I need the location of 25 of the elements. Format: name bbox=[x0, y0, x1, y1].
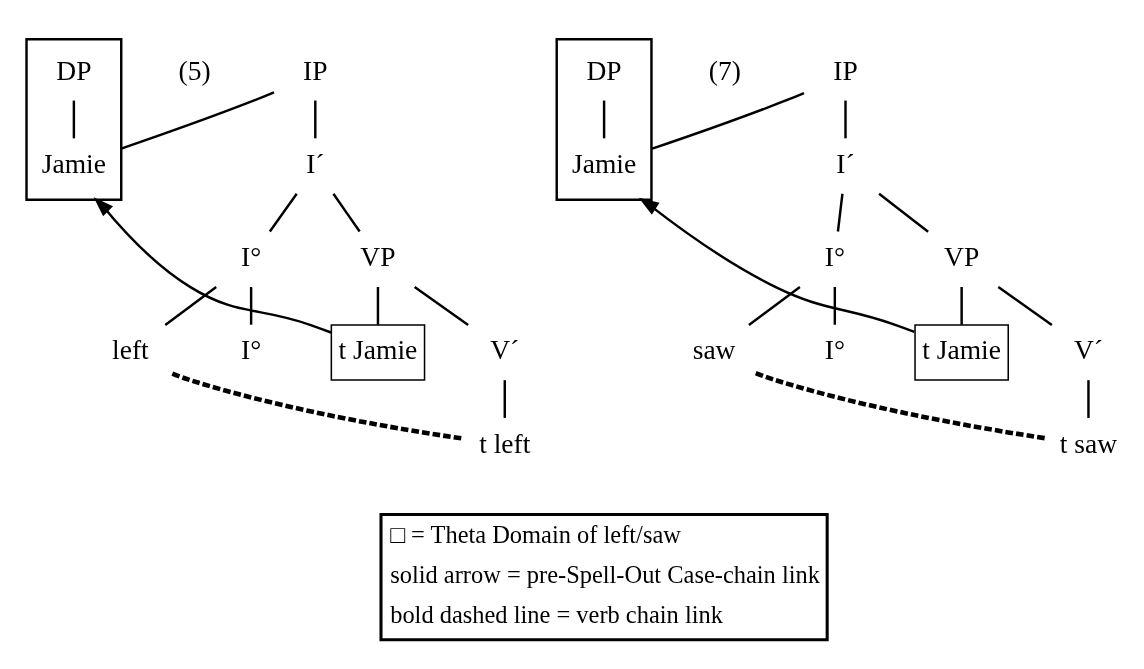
node-text: I° bbox=[824, 240, 845, 272]
legend-label: solid arrow = pre-Spell-Out Case-chain link bbox=[390, 560, 820, 588]
node-text: I´ bbox=[836, 147, 855, 179]
node-text: t saw bbox=[1059, 427, 1118, 458]
legend-label: □ = Theta Domain of left/saw bbox=[390, 520, 681, 548]
node-text: t left bbox=[479, 427, 531, 458]
node-text: I° bbox=[241, 333, 262, 365]
node-text: VP bbox=[360, 240, 396, 272]
label: (5) bbox=[178, 54, 211, 86]
node-text: left bbox=[112, 333, 149, 365]
legend-label: bold dashed line = verb chain link bbox=[390, 600, 723, 628]
node-text: IP bbox=[833, 54, 858, 86]
node-text: DP bbox=[586, 54, 622, 86]
node-text: Jamie bbox=[41, 147, 106, 179]
label: (7) bbox=[708, 54, 741, 86]
node-text: DP bbox=[56, 54, 92, 86]
node-text: Jamie bbox=[572, 147, 637, 179]
node-text: I´ bbox=[306, 147, 325, 179]
node-text: VP bbox=[944, 240, 980, 272]
node-text: I° bbox=[824, 333, 845, 365]
node-text: V´ bbox=[490, 333, 520, 365]
node-text: IP bbox=[303, 54, 328, 86]
node-text: I° bbox=[241, 240, 262, 272]
node-text: V´ bbox=[1073, 333, 1103, 365]
node-text: saw bbox=[692, 333, 736, 365]
